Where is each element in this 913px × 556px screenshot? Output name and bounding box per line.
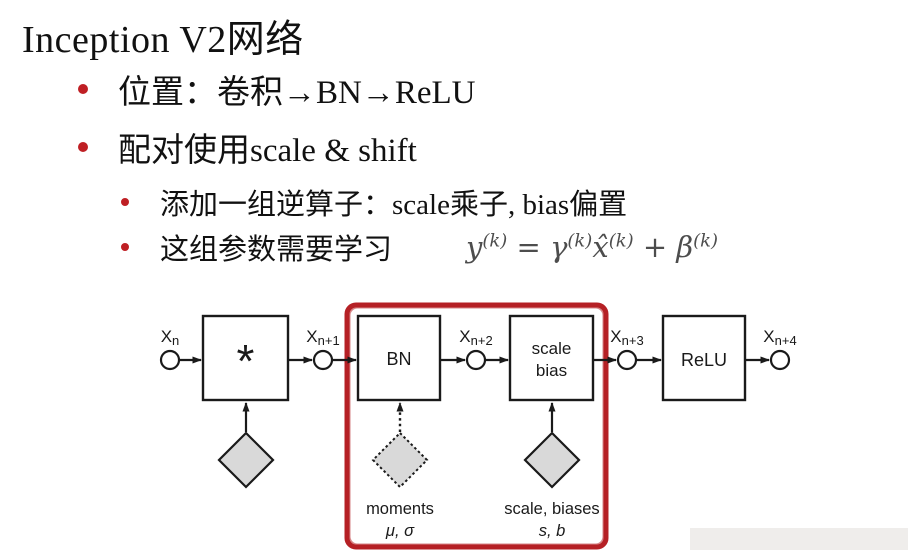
moments-label: moments — [366, 500, 434, 518]
bullet-item-position: 位置：卷积→BN→ReLU — [78, 66, 476, 112]
scale-bias-box-label2: bias — [536, 361, 567, 380]
sub-bullet-item-operators: 添加一组逆算子：scale乘子, bias偏置 — [121, 181, 627, 223]
conv-box: * — [201, 314, 290, 402]
conv-box-label: * — [237, 335, 255, 387]
scale-biases-label: scale, biases — [504, 500, 599, 518]
signal-nodes — [159, 349, 791, 371]
scale-biases-symbols-label: s, b — [539, 522, 566, 540]
node-label-xn2: Xn+2 — [459, 327, 492, 348]
node-label-xn3: Xn+3 — [610, 327, 643, 348]
bn-scale-shift-formula: y(k) = γ(k)x̂(k) + β(k) — [466, 230, 719, 264]
relu-box-label: ReLU — [681, 350, 727, 370]
bn-pipeline-diagram: * BN scale bias ReLU Xn Xn+1 Xn+2 Xn+3 X… — [159, 302, 797, 550]
bullet-icon — [121, 243, 129, 251]
bullet-item-scale-shift: 配对使用scale & shift — [78, 124, 417, 170]
highlight-box — [344, 302, 609, 550]
bn-box: BN — [356, 314, 442, 402]
node-label-xn: Xn — [161, 327, 180, 348]
scale-bias-box: scale bias — [508, 314, 595, 402]
relu-box: ReLU — [661, 314, 747, 402]
bullet-text: 配对使用scale & shift — [118, 133, 417, 169]
node-circle-xn — [159, 349, 181, 371]
node-label-xn1: Xn+1 — [306, 327, 339, 348]
bullet-icon — [121, 198, 129, 206]
bullet-icon — [78, 84, 88, 94]
bottom-right-bar — [690, 528, 908, 550]
bullet-icon — [78, 142, 88, 152]
node-circle-xn4 — [769, 349, 791, 371]
node-circle-xn3 — [616, 349, 638, 371]
slide-title: Inception V2网络 — [22, 19, 304, 61]
bn-moments-diamond-dotted — [371, 431, 429, 489]
node-circle-xn2 — [465, 349, 487, 371]
sub-bullet-item-learnable: 这组参数需要学习 y(k) = γ(k)x̂(k) + β(k) — [121, 226, 718, 268]
conv-weights-diamond — [217, 431, 275, 489]
scale-bias-box-label: scale — [532, 339, 572, 358]
scale-bias-params-diamond — [523, 431, 581, 489]
bullet-text: 添加一组逆算子：scale乘子, bias偏置 — [160, 189, 628, 221]
bn-box-label: BN — [386, 349, 411, 369]
bullet-text: 位置：卷积→BN→ReLU — [118, 75, 476, 111]
bullet-text: 这组参数需要学习 — [160, 234, 393, 266]
node-label-xn4: Xn+4 — [763, 327, 796, 348]
moments-symbols-label: μ, σ — [385, 522, 415, 540]
node-circle-xn1 — [312, 349, 334, 371]
